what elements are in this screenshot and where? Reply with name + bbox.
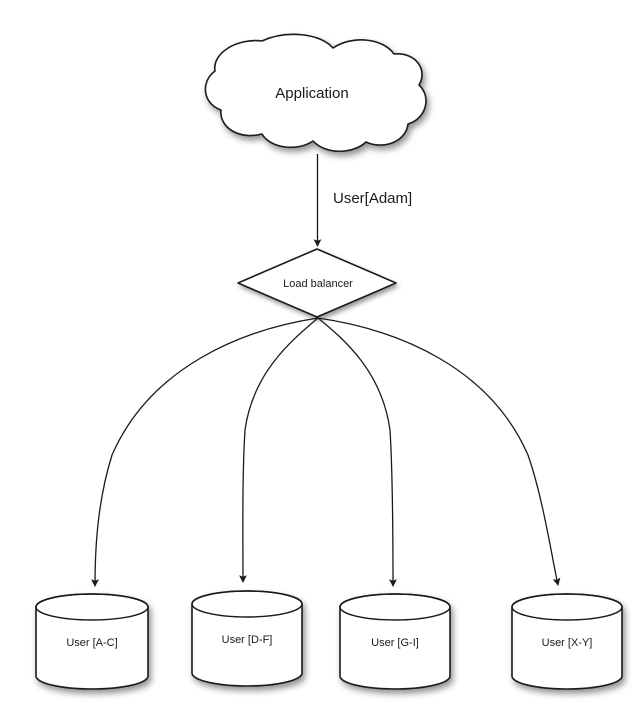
- edge-cloud-to-balancer-label: User[Adam]: [333, 190, 412, 207]
- node-cloud-application[interactable]: Application: [204, 33, 427, 153]
- node-cylinder-db-3[interactable]: User [G-I]: [339, 593, 451, 690]
- cylinder-db-4-label: User [X-Y]: [542, 637, 593, 649]
- edge-balancer-to-db-4: [317, 317, 561, 586]
- edge-balancer-to-db-4-line: [317, 317, 561, 586]
- edge-balancer-to-db-3-line: [317, 317, 397, 588]
- node-diamond-load-balancer[interactable]: Load balancer: [237, 248, 397, 318]
- edge-balancer-to-db-1: [91, 317, 319, 588]
- edge-balancer-to-db-3: [317, 317, 397, 588]
- cylinder-db-2-label: User [D-F]: [222, 634, 273, 646]
- cloud-label: Application: [275, 85, 348, 102]
- cylinder-db-1-label: User [A-C]: [66, 637, 117, 649]
- cylinder-db-3-label: User [G-I]: [371, 637, 419, 649]
- edge-balancer-to-db-2: [239, 317, 319, 584]
- node-cylinder-db-1[interactable]: User [A-C]: [35, 593, 149, 690]
- diamond-label: Load balancer: [283, 278, 353, 290]
- node-cylinder-db-2[interactable]: User [D-F]: [191, 590, 303, 687]
- edge-balancer-to-db-2-line: [239, 317, 319, 584]
- edge-cloud-to-balancer: User[Adam]: [313, 154, 412, 248]
- edge-balancer-to-db-1-line: [91, 317, 319, 588]
- node-cylinder-db-4[interactable]: User [X-Y]: [511, 593, 623, 690]
